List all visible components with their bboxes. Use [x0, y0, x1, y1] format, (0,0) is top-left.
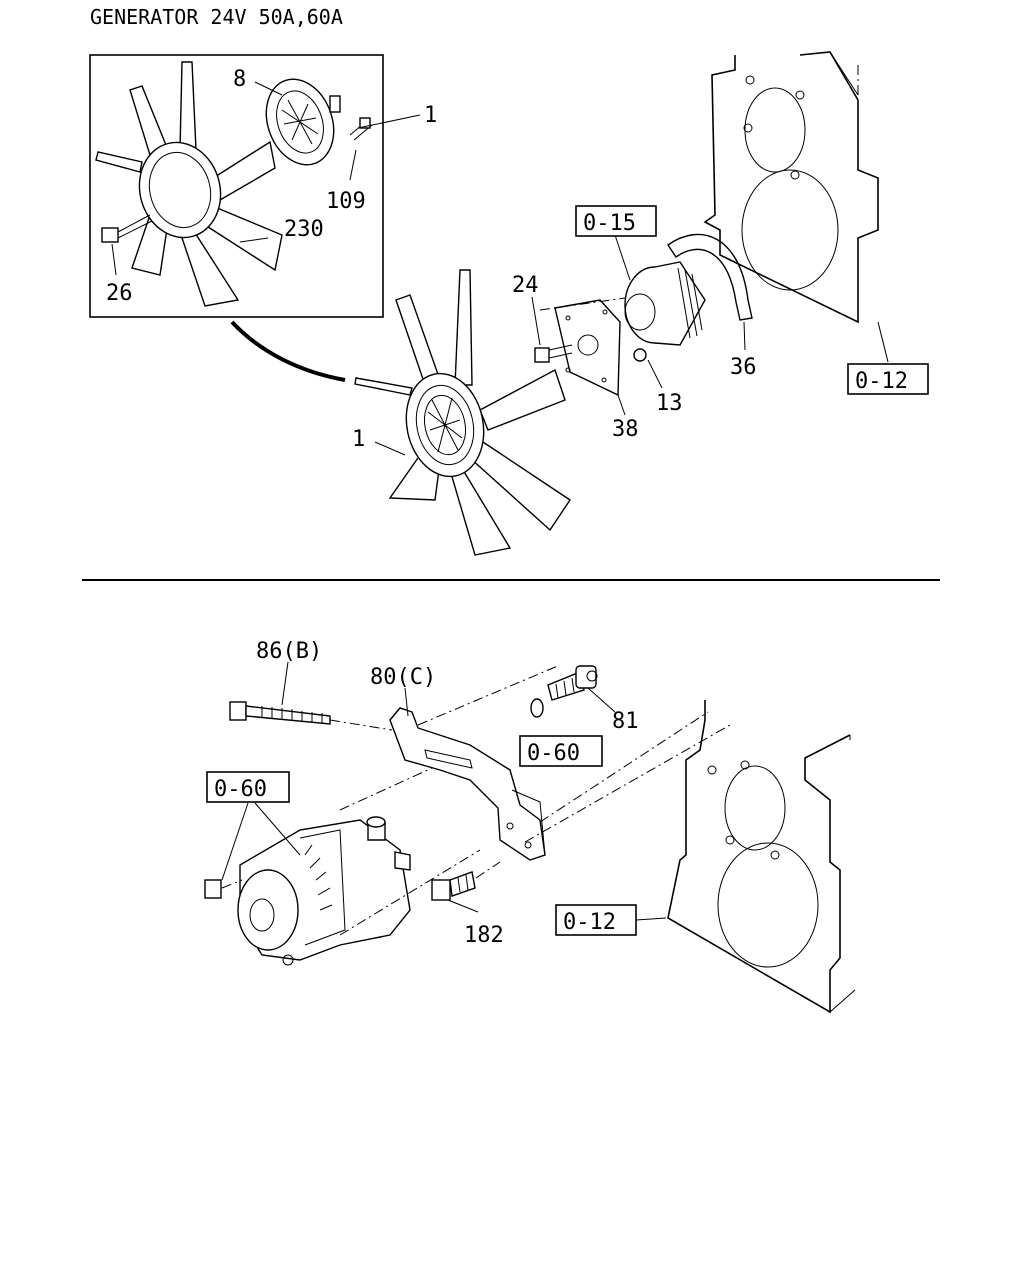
callout-8: 8 — [233, 67, 246, 92]
pulley — [624, 261, 706, 346]
engine-cover-top — [703, 51, 879, 324]
bolt-182 — [431, 871, 476, 901]
spacer-plate-38 — [554, 299, 621, 397]
leader-0-12-top — [877, 321, 889, 363]
bolt-24 — [534, 344, 573, 363]
ref-box-0-12-top — [847, 363, 929, 395]
belt-cover-36 — [667, 233, 753, 321]
ref-0-60-right: 0-60 — [527, 741, 580, 766]
callout-1-main: 1 — [352, 427, 365, 452]
diagram-title: GENERATOR 24V 50A,60A — [90, 5, 343, 29]
leader-1-main — [374, 441, 406, 456]
callout-182: 182 — [464, 923, 504, 948]
alternator — [237, 816, 411, 966]
bolt-81 — [547, 665, 598, 701]
ref-box-0-15 — [575, 205, 657, 237]
centerline-upper — [417, 664, 561, 726]
inset-to-main-arrow — [230, 320, 346, 382]
ref-box-0-60-right — [519, 735, 603, 767]
leader-182 — [447, 899, 479, 913]
alternator-nut — [204, 879, 222, 899]
leader-81 — [587, 687, 616, 713]
leader-26 — [111, 243, 117, 276]
washer — [530, 698, 544, 718]
ref-0-60-left: 0-60 — [214, 777, 267, 802]
ref-0-12-bottom: 0-12 — [563, 910, 616, 935]
leader-109 — [349, 149, 357, 181]
top-centerline — [539, 297, 626, 311]
inset-fan-ring — [138, 141, 222, 239]
centerline-bolt-182 — [475, 861, 501, 879]
ref-box-0-12-bottom — [555, 904, 637, 936]
callout-81: 81 — [612, 709, 639, 734]
centerline-bolt-bracket — [329, 719, 393, 731]
callout-13: 13 — [656, 391, 683, 416]
leader-0-12-bottom — [635, 917, 667, 921]
leader-230 — [239, 237, 269, 243]
leader-38 — [617, 394, 626, 416]
callout-36: 36 — [730, 355, 757, 380]
leader-0-60-left-b — [254, 802, 301, 856]
callout-24: 24 — [512, 273, 539, 298]
callout-109: 109 — [326, 189, 366, 214]
inset-fan-clutch — [265, 78, 341, 166]
inset-bolt-26 — [101, 214, 153, 243]
leader-13 — [647, 359, 663, 389]
centerline-alt-lower — [339, 849, 481, 936]
inset-frame — [89, 54, 384, 318]
main-fan-blades — [354, 269, 571, 556]
leader-1-inset — [357, 114, 421, 129]
callout-1-inset: 1 — [424, 103, 437, 128]
callout-230: 230 — [284, 217, 324, 242]
callout-86b: 86(B) — [256, 639, 322, 664]
centerline-to-engine-top — [539, 711, 709, 823]
bracket-80c — [389, 707, 546, 861]
inset-bolt-109 — [349, 117, 373, 141]
main-fan-ring — [405, 372, 485, 478]
ref-0-12-top: 0-12 — [855, 369, 908, 394]
leader-80c — [404, 687, 409, 717]
leader-8 — [254, 81, 283, 96]
ref-box-0-60-left — [206, 771, 290, 803]
leader-24 — [531, 296, 541, 346]
leader-0-15 — [614, 234, 631, 281]
callout-26: 26 — [106, 281, 133, 306]
centerline-alt-bracket — [339, 767, 433, 811]
ref-0-15: 0-15 — [583, 211, 636, 236]
leader-86b — [281, 661, 289, 706]
long-bolt-86b — [229, 701, 331, 725]
nut-13 — [633, 348, 647, 362]
centerline-nut — [221, 879, 243, 889]
engine-cover-bottom — [667, 700, 856, 1014]
leader-36 — [743, 321, 746, 351]
callout-38: 38 — [612, 417, 639, 442]
callout-80c: 80(C) — [370, 665, 436, 690]
leader-0-60-left-a — [221, 802, 249, 881]
